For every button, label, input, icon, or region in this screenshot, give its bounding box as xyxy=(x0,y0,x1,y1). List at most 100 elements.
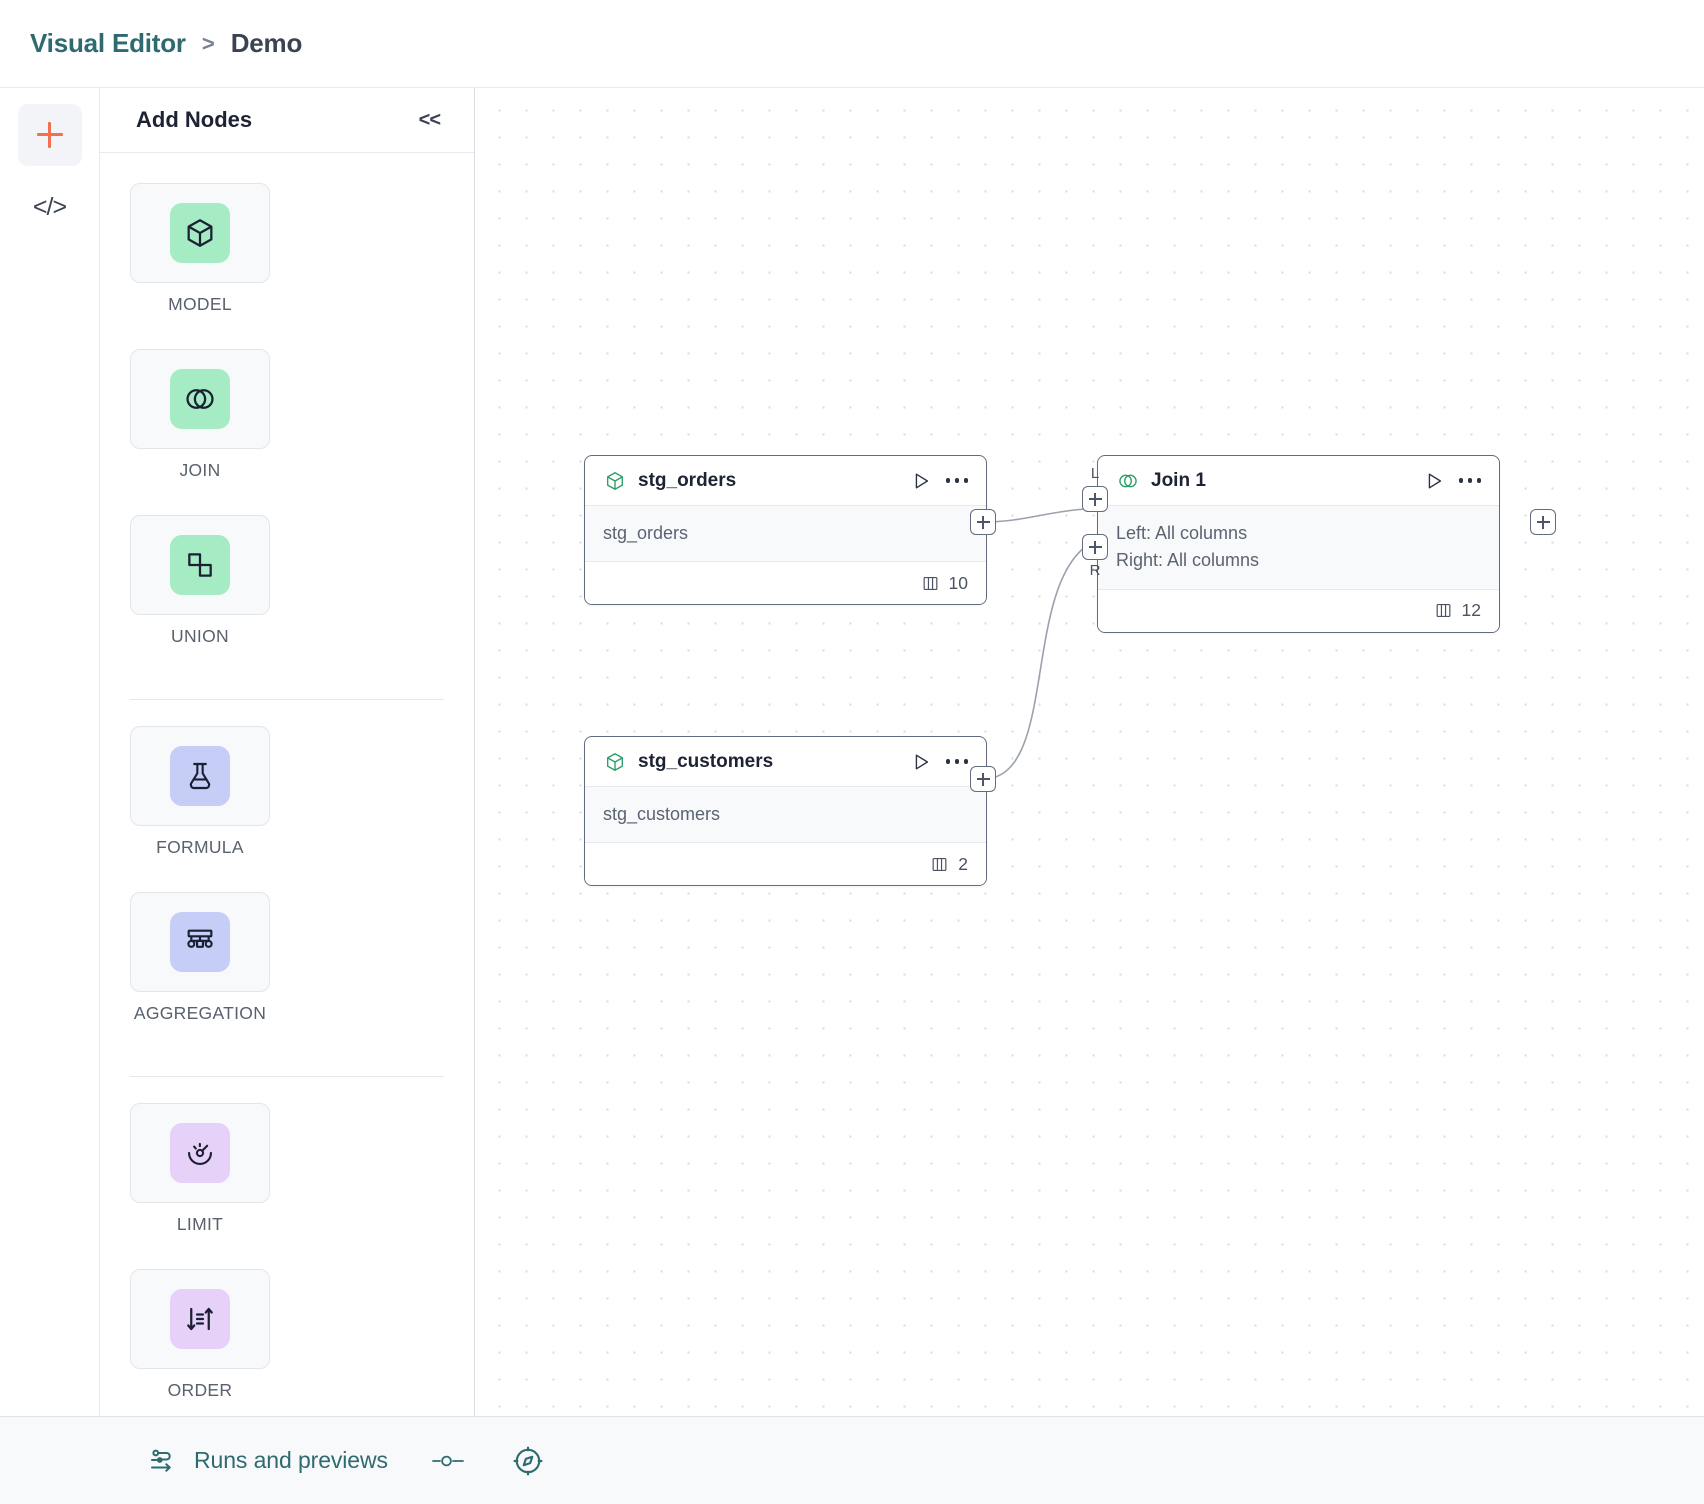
node-tile-join[interactable]: JOIN xyxy=(130,349,270,481)
node-tile-label: ORDER xyxy=(167,1380,233,1400)
node-tile-label: LIMIT xyxy=(176,1214,224,1234)
flow-node-join-1[interactable]: Join 1 Left: All columns Right: All colu xyxy=(1097,455,1500,633)
flask-icon xyxy=(189,762,211,790)
collapse-panel-button[interactable]: << xyxy=(418,108,441,131)
output-handle-stg-orders[interactable] xyxy=(970,509,996,535)
flow-canvas-wrapper[interactable]: stg_orders stg_orders xyxy=(475,88,1704,1416)
flow-node-body: Left: All columns Right: All columns xyxy=(1098,506,1499,590)
venn-icon xyxy=(1116,469,1140,493)
breadcrumb-header: Visual Editor > Demo xyxy=(0,0,1704,88)
node-tile-formula[interactable]: FORMULA xyxy=(130,726,270,858)
editor-body: </> Add Nodes << xyxy=(0,88,1704,1416)
input-handle-join-left[interactable] xyxy=(1082,486,1108,512)
plus-icon xyxy=(976,772,990,786)
node-swatch xyxy=(170,369,230,429)
plus-icon xyxy=(1088,492,1102,506)
add-nodes-panel-header: Add Nodes << xyxy=(100,88,474,153)
plus-icon xyxy=(1088,540,1102,554)
node-tile-union[interactable]: UNION xyxy=(130,515,270,647)
node-tile-box[interactable] xyxy=(130,1269,270,1369)
venn-icon xyxy=(186,389,214,409)
flow-node-header: stg_orders xyxy=(585,456,986,506)
flow-node-header: Join 1 xyxy=(1098,456,1499,506)
add-nodes-panel-body: MODEL JOIN xyxy=(100,153,474,1416)
breadcrumb-current-page: Demo xyxy=(230,28,303,58)
flow-node-title: stg_customers xyxy=(638,750,774,772)
node-options-button[interactable] xyxy=(945,759,968,764)
node-tile-model[interactable]: MODEL xyxy=(130,183,270,315)
node-tile-box[interactable] xyxy=(130,183,270,283)
play-icon xyxy=(1428,473,1441,488)
panel-divider xyxy=(130,699,444,700)
run-node-button[interactable] xyxy=(1423,470,1445,492)
join-right-handle-label: R xyxy=(1089,562,1101,579)
flow-node-stg-customers[interactable]: stg_customers stg_customers xyxy=(584,736,987,887)
node-tile-box[interactable] xyxy=(130,726,270,826)
code-view-rail-button[interactable]: </> xyxy=(18,176,82,238)
node-swatch xyxy=(170,912,230,972)
panel-title: Add Nodes xyxy=(136,107,253,132)
node-tile-label: JOIN xyxy=(179,460,221,480)
edge-orders-to-join-left xyxy=(982,508,1086,523)
breadcrumb-root-link[interactable]: Visual Editor xyxy=(30,28,186,58)
bottom-toolbar-inner: Runs and previews xyxy=(100,1445,544,1477)
output-handle-join-1[interactable] xyxy=(1530,509,1556,535)
node-group-sources: MODEL JOIN xyxy=(130,183,444,681)
flow-node-title: stg_orders xyxy=(638,469,737,491)
cube-icon xyxy=(603,469,627,493)
flow-node-body: stg_customers xyxy=(585,787,986,844)
aggregation-tree-icon xyxy=(187,929,213,948)
columns-icon xyxy=(1436,604,1450,618)
more-options-icon xyxy=(945,759,968,764)
columns-icon xyxy=(923,576,937,590)
breadcrumb-separator: > xyxy=(201,30,215,56)
output-handle-stg-customers[interactable] xyxy=(970,766,996,792)
flow-node-footer: 10 xyxy=(585,562,986,605)
add-node-rail-button[interactable] xyxy=(17,104,82,166)
node-tile-aggregation[interactable]: AGGREGATION xyxy=(130,892,270,1024)
node-swatch xyxy=(170,746,230,806)
node-tile-label: AGGREGATION xyxy=(133,1003,267,1023)
union-shapes-icon xyxy=(188,553,212,577)
node-tile-box[interactable] xyxy=(130,349,270,449)
column-count: 10 xyxy=(948,572,968,593)
node-tile-box[interactable] xyxy=(130,515,270,615)
flow-node-footer: 12 xyxy=(1098,589,1499,632)
run-node-button[interactable] xyxy=(910,470,932,492)
input-handle-join-right[interactable] xyxy=(1082,534,1108,560)
node-swatch xyxy=(170,1123,230,1183)
flow-node-body: stg_orders xyxy=(585,506,986,563)
run-node-button[interactable] xyxy=(910,751,932,773)
node-swatch xyxy=(170,1289,230,1349)
node-tile-box[interactable] xyxy=(130,1103,270,1203)
runs-and-previews-label[interactable]: Runs and previews xyxy=(194,1447,388,1473)
flow-node-header: stg_customers xyxy=(585,737,986,787)
toggle-slider-icon[interactable] xyxy=(430,1450,466,1472)
flow-canvas[interactable]: stg_orders stg_orders xyxy=(475,88,1704,1416)
panel-divider xyxy=(130,1076,444,1077)
node-options-button[interactable] xyxy=(945,478,968,483)
node-swatch xyxy=(170,203,230,263)
column-count: 12 xyxy=(1461,600,1481,621)
bottom-toolbar: Runs and previews xyxy=(0,1416,1704,1504)
join-left-handle-label: L xyxy=(1090,465,1100,482)
compass-icon[interactable] xyxy=(512,1445,544,1477)
node-group-transforms: FORMULA xyxy=(130,726,444,1058)
node-options-button[interactable] xyxy=(1458,478,1481,483)
node-tile-label: FORMULA xyxy=(156,837,244,857)
node-tile-limit[interactable]: LIMIT xyxy=(130,1103,270,1235)
node-tile-box[interactable] xyxy=(130,892,270,992)
node-tile-label: MODEL xyxy=(168,294,232,314)
runs-flow-icon[interactable] xyxy=(148,1446,178,1476)
flow-node-body-line: stg_customers xyxy=(603,804,721,824)
plus-icon xyxy=(976,515,990,529)
more-options-icon xyxy=(1458,478,1481,483)
node-swatch xyxy=(170,535,230,595)
node-tile-label: UNION xyxy=(171,626,229,646)
gauge-icon xyxy=(188,1142,212,1165)
flow-node-body-line: stg_orders xyxy=(603,523,689,543)
flow-node-stg-orders[interactable]: stg_orders stg_orders xyxy=(584,455,987,606)
flow-node-footer: 2 xyxy=(585,843,986,886)
node-tile-order[interactable]: ORDER xyxy=(130,1269,270,1401)
